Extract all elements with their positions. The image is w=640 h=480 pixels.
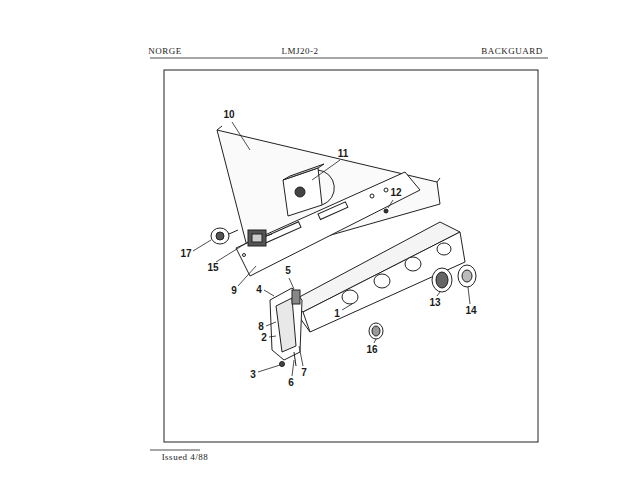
callout-number: 10 xyxy=(223,110,234,120)
callout-number: 5 xyxy=(285,266,291,276)
callout-number: 1 xyxy=(334,309,340,319)
callout-number: 8 xyxy=(258,322,264,332)
timer-unit xyxy=(283,164,334,216)
callout-number: 16 xyxy=(366,345,377,355)
header-rule xyxy=(150,58,548,59)
console-housing xyxy=(290,222,465,332)
screw xyxy=(384,209,388,213)
callout-number: 4 xyxy=(256,285,262,295)
header-text: LMJ20-2 xyxy=(282,47,319,56)
pressure-switch-bracket xyxy=(270,288,302,367)
selector-switch xyxy=(248,230,272,246)
callout-number: 12 xyxy=(390,188,401,198)
callout-number: 3 xyxy=(250,370,256,380)
header-text: Issued 4/88 xyxy=(162,453,209,462)
knob xyxy=(369,323,383,339)
dial-skirt xyxy=(432,268,452,292)
frame-border xyxy=(164,70,538,442)
leader-lines xyxy=(193,122,470,376)
dial-knob xyxy=(458,265,476,287)
header-text: BACKGUARD xyxy=(481,47,543,56)
callout-number: 7 xyxy=(301,368,307,378)
callout-number: 14 xyxy=(465,306,476,316)
callout-number: 13 xyxy=(429,298,440,308)
plate-slot xyxy=(262,222,301,244)
callout-number: 6 xyxy=(288,378,294,388)
callout-number: 15 xyxy=(207,263,218,273)
footer-rule xyxy=(150,450,200,451)
callout-number: 9 xyxy=(231,286,237,296)
callout-number: 17 xyxy=(180,249,191,259)
rotary-switch xyxy=(211,228,238,244)
header-text: NORGE xyxy=(148,47,182,56)
callout-number: 11 xyxy=(338,149,349,159)
callout-number: 2 xyxy=(261,333,267,343)
